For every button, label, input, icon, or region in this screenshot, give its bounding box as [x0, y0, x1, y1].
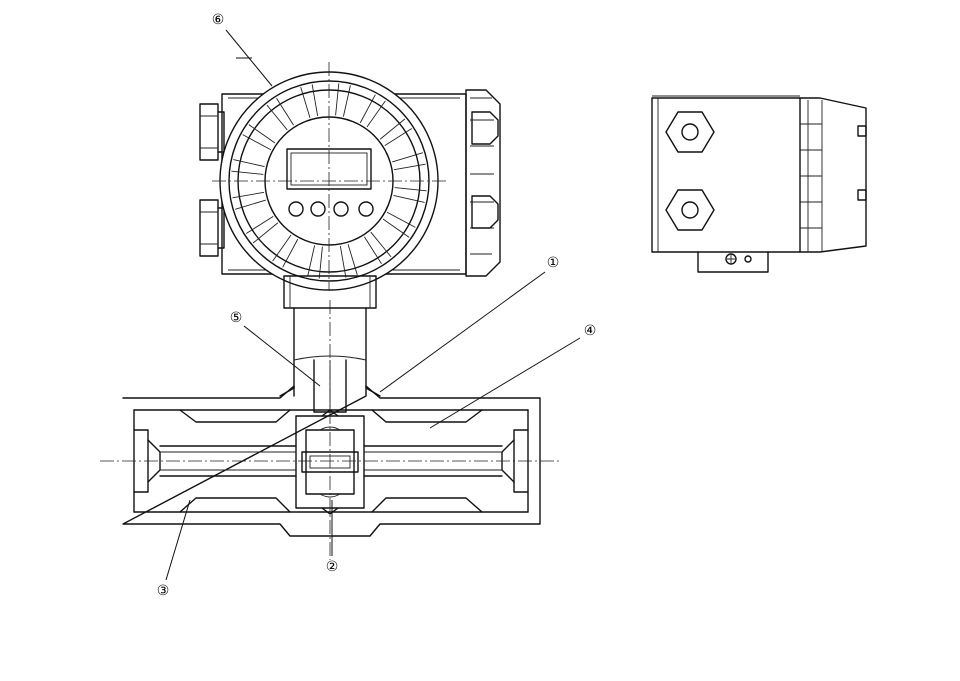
bezel-rib: [248, 124, 276, 144]
bezel-rib: [384, 128, 412, 147]
leader-4: [429, 337, 581, 429]
bezel-rib: [393, 163, 426, 171]
bezel-rib: [252, 222, 279, 244]
side-cable-entry-lower: [665, 189, 715, 231]
bezel-rib: [393, 194, 425, 203]
bezel-rib: [382, 218, 410, 238]
leader-5: [243, 325, 321, 387]
bezel-rib: [363, 236, 382, 264]
bezel-rib: [246, 215, 274, 234]
key-2: [310, 201, 326, 217]
bezel-rib: [300, 87, 311, 118]
bezel-rib: [342, 85, 351, 117]
bezel-rib: [266, 104, 288, 131]
bezel-rib: [307, 245, 316, 277]
bezel-rib: [366, 100, 386, 128]
callout-4: ④: [584, 323, 597, 339]
bezel-rib: [386, 211, 416, 228]
leader-lines: [165, 29, 581, 581]
key-3: [333, 201, 349, 217]
bezel-rib: [335, 83, 340, 116]
bezel-rib: [242, 134, 272, 151]
bezel-rib: [394, 187, 427, 192]
leader-1: [379, 271, 546, 393]
bezel-rib: [359, 94, 376, 124]
bezel-rib: [235, 199, 266, 210]
bezel-rib: [232, 191, 265, 199]
bezel-rib: [392, 152, 423, 163]
leader-3: [165, 499, 191, 581]
key-4: [358, 201, 374, 217]
converter-housing-side: [651, 95, 867, 273]
bezel-rib: [231, 170, 264, 175]
cable-gland-lower: [199, 199, 225, 257]
bezel-rib: [311, 84, 319, 117]
bezel-rib: [272, 234, 292, 262]
callout-1: ①: [547, 255, 560, 271]
bezel-rib: [379, 118, 406, 140]
operation-keys: [288, 201, 374, 217]
bezel-rib: [370, 231, 392, 258]
callout-6: ⑥: [212, 12, 225, 28]
callout-5: ⑤: [230, 310, 243, 326]
bezel-rib: [347, 244, 358, 275]
bezel-rib: [233, 159, 265, 168]
side-cable-entry-upper: [665, 111, 715, 153]
key-1: [288, 201, 304, 217]
bezel-rib: [339, 245, 347, 278]
callout-labels: ① ② ③ ④ ⑤ ⑥: [157, 12, 597, 599]
callout-2: ②: [326, 559, 339, 575]
cable-gland-upper: [199, 103, 225, 161]
bezel-rib: [282, 238, 299, 268]
callout-3: ③: [157, 583, 170, 599]
bezel-rib: [276, 98, 295, 126]
bezel-rib: [318, 246, 323, 279]
